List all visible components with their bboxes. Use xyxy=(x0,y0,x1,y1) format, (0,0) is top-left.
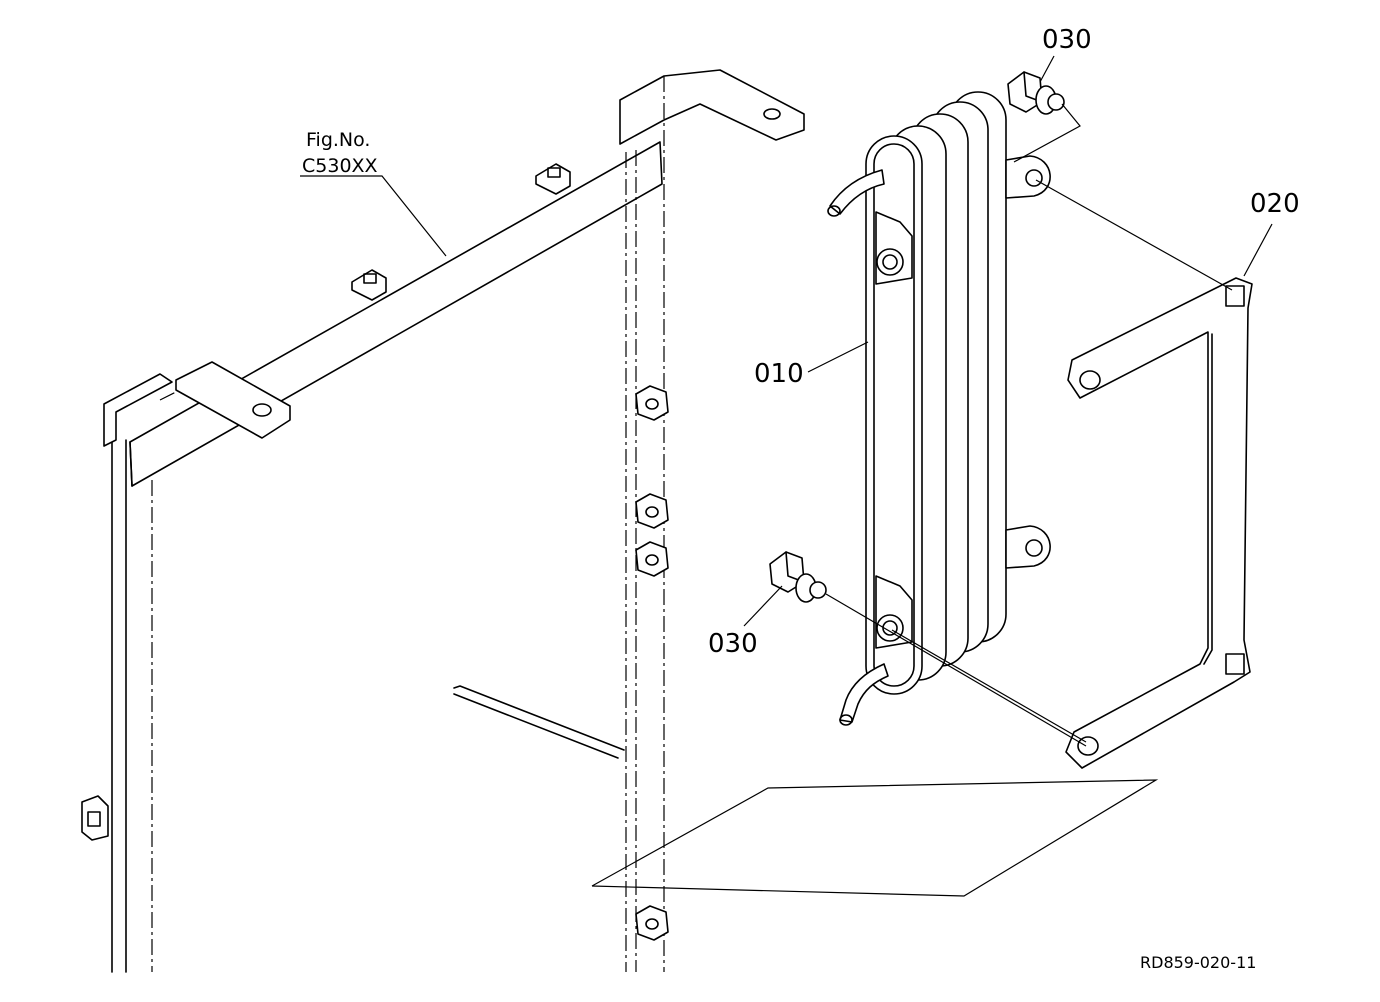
bracket-020 xyxy=(1065,277,1253,769)
oil-cooler-010 xyxy=(827,91,1051,726)
weld-nut-2 xyxy=(635,493,669,529)
frame-brace-rod xyxy=(453,685,625,751)
cooler-pipe-bottom xyxy=(839,663,889,723)
base-plane xyxy=(591,779,1159,897)
assembly-guides xyxy=(825,103,1233,747)
weld-nut-1 xyxy=(635,385,669,421)
frame-mount-tab-left xyxy=(175,361,291,439)
weld-nut-4 xyxy=(635,905,669,941)
bolt-030-bottom xyxy=(769,551,827,603)
callout-020: 020 xyxy=(1250,189,1300,219)
cooler-pipe-top xyxy=(829,169,885,215)
drawing-id: RD859-020-11 xyxy=(1140,953,1256,972)
leader-fig-ref xyxy=(300,175,447,257)
leader-010 xyxy=(807,341,869,373)
callout-030-top: 030 xyxy=(1042,25,1092,55)
frame-mount-tab-right xyxy=(619,69,805,145)
fig-ref-line2: C530XX xyxy=(302,155,378,177)
reference-frame xyxy=(81,69,1159,973)
leader-030-bottom xyxy=(743,585,783,627)
callout-030-bottom: 030 xyxy=(708,629,758,659)
weld-nut-3 xyxy=(635,541,669,577)
leader-030-top xyxy=(1039,55,1055,83)
leader-020 xyxy=(1243,223,1273,277)
fig-ref-line1: Fig.No. xyxy=(306,129,370,151)
bolt-030-top xyxy=(1007,71,1065,115)
callout-010: 010 xyxy=(754,359,804,389)
